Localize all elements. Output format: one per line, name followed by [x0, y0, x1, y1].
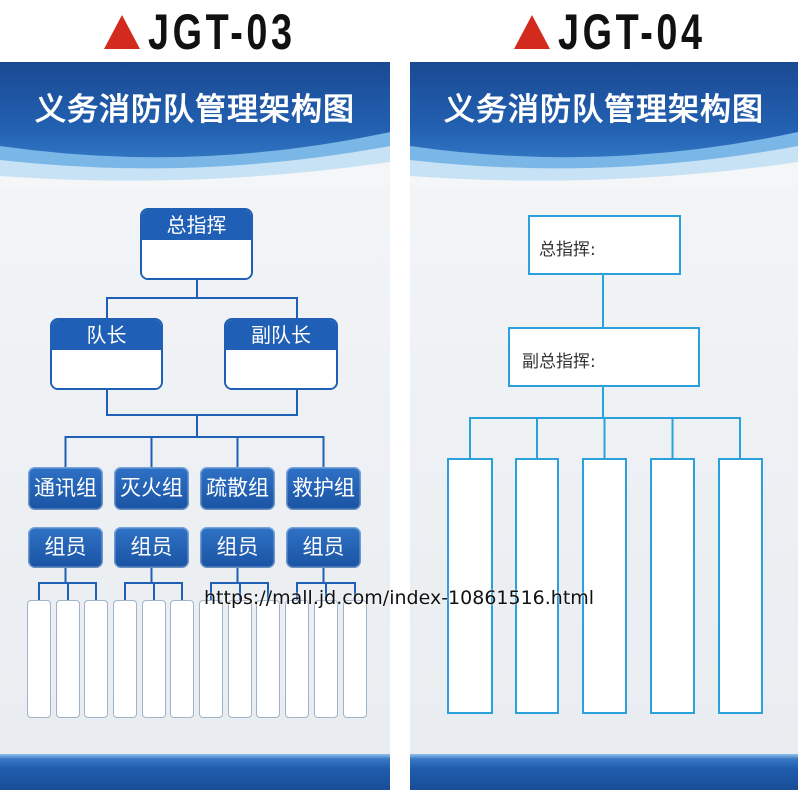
captain-node: 队长 [50, 318, 163, 390]
board-footer-band [410, 754, 798, 790]
header-background [0, 62, 390, 186]
store-url-watermark: https://mall.jd.com/index-10861516.html [204, 587, 595, 609]
member-slot [84, 600, 108, 718]
member-slot [314, 600, 338, 718]
triangle-shape [514, 15, 550, 49]
header-wave [0, 162, 390, 186]
board-title: 义务消防队管理架构图 [444, 92, 764, 128]
member-slot [285, 600, 309, 718]
warning-triangle-icon [514, 15, 550, 49]
commander-box: 总指挥: [528, 215, 681, 275]
model-code-jgt03: JGT-03 [104, 3, 312, 60]
model-code-text: JGT-04 [558, 3, 706, 60]
member-node: 组员 [200, 527, 275, 568]
model-code-jgt04: JGT-04 [514, 3, 722, 60]
vice-commander-label: 副总指挥: [522, 351, 596, 372]
warning-triangle-icon [104, 15, 140, 49]
commander-label: 总指挥 [142, 210, 251, 240]
vice-commander-box: 副总指挥: [508, 327, 700, 387]
member-slot [228, 600, 252, 718]
member-slot [27, 600, 51, 718]
subunit-slot [650, 458, 695, 714]
member-slot [343, 600, 367, 718]
member-node: 组员 [28, 527, 103, 568]
vice-captain-label: 副队长 [226, 320, 336, 350]
member-slot [56, 600, 80, 718]
commander-node: 总指挥 [140, 208, 253, 280]
member-node: 组员 [114, 527, 189, 568]
triangle-shape [104, 15, 140, 49]
group-node: 疏散组 [200, 467, 275, 510]
model-code-text: JGT-03 [148, 3, 296, 60]
member-slot [256, 600, 280, 718]
member-slot [199, 600, 223, 718]
member-slot [142, 600, 166, 718]
group-node: 灭火组 [114, 467, 189, 510]
subunit-slot [582, 458, 627, 714]
board-title: 义务消防队管理架构图 [35, 92, 355, 128]
header-background [410, 62, 798, 186]
group-node: 通讯组 [28, 467, 103, 510]
commander-name-area [142, 240, 251, 278]
board-header: 义务消防队管理架构图 [0, 62, 390, 186]
board-header: 义务消防队管理架构图 [410, 62, 798, 186]
subunit-slot [447, 458, 493, 714]
group-node: 救护组 [286, 467, 361, 510]
org-connector-lines [38, 280, 356, 600]
board-jgt03: 义务消防队管理架构图 总指挥 [0, 62, 390, 790]
board-jgt04: 义务消防队管理架构图 总指挥: 副总指挥: [410, 62, 798, 790]
org-connector-lines [469, 275, 741, 458]
captain-label: 队长 [52, 320, 161, 350]
member-node: 组员 [286, 527, 361, 568]
member-slot [170, 600, 194, 718]
subunit-slot [718, 458, 763, 714]
header-wave [410, 162, 798, 186]
captain-name-area [52, 350, 161, 388]
vice-captain-name-area [226, 350, 336, 388]
board-footer-band [0, 754, 390, 790]
vice-captain-node: 副队长 [224, 318, 338, 390]
member-slot [113, 600, 137, 718]
subunit-slot [515, 458, 559, 714]
commander-label: 总指挥: [539, 239, 596, 260]
